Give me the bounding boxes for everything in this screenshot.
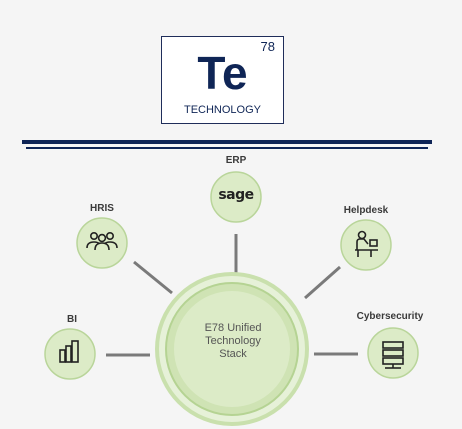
connector-hris [133, 260, 173, 295]
helpdesk-node [340, 219, 392, 271]
bi-label: BI [67, 314, 77, 325]
cybersecurity-node [367, 327, 419, 379]
hris-node [76, 217, 128, 269]
server-rack-icon [382, 341, 404, 369]
element-tile: 78 Te TECHNOLOGY [161, 36, 284, 124]
hub-label-line2: Technology [205, 335, 261, 347]
erp-label: ERP [225, 155, 247, 166]
divider-thin [26, 147, 428, 149]
hub-node [155, 272, 309, 426]
hris-label: HRIS [90, 203, 114, 214]
erp-node [210, 171, 262, 223]
hub-label: E78 Unified Technology Stack [160, 322, 306, 361]
element-symbol: Te [197, 47, 248, 99]
people-group-icon [86, 232, 118, 251]
hub-label-line3: Stack [219, 348, 247, 360]
element-name: TECHNOLOGY [183, 104, 261, 116]
helpdesk-label: Helpdesk [343, 205, 389, 216]
connector-helpdesk [304, 265, 341, 300]
sage-logo: sage [218, 187, 254, 203]
power-bi-icon [59, 340, 79, 363]
hub-label-line1: E78 Unified [204, 322, 262, 334]
bi-node [44, 328, 96, 380]
cybersecurity-label: Cybersecurity [356, 311, 424, 322]
desk-worker-icon [355, 230, 378, 257]
element-number: 78 [260, 39, 275, 54]
divider-thick [22, 140, 432, 144]
